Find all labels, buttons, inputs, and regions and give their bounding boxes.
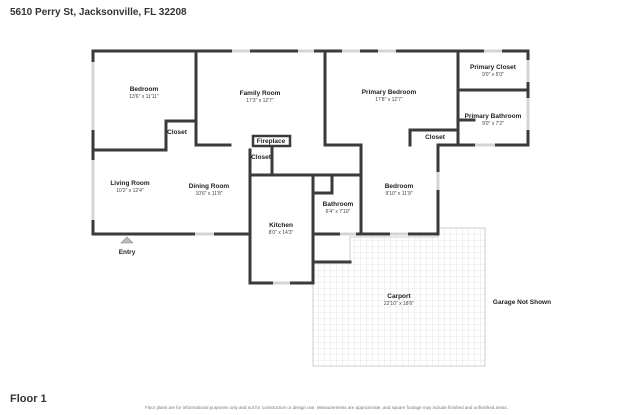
property-address: 5610 Perry St, Jacksonville, FL 32208 bbox=[10, 7, 187, 18]
primary-closet-dims: 9'0" x 5'0" bbox=[482, 72, 504, 78]
bedroom-left-dims: 13'6" x 11'11" bbox=[129, 94, 159, 100]
closet-center-name: Closet bbox=[251, 154, 272, 161]
dining-room-name: Dining Room bbox=[189, 183, 230, 190]
living-room-name: Living Room bbox=[110, 180, 150, 187]
primary-bathroom-name: Primary Bathroom bbox=[465, 113, 522, 120]
primary-bathroom-dims: 9'0" x 7'2" bbox=[482, 121, 504, 127]
primary-closet-name: Primary Closet bbox=[470, 64, 517, 71]
family-room-name: Family Room bbox=[240, 90, 281, 97]
kitchen-name: Kitchen bbox=[269, 222, 293, 229]
carport-dims: 22'10" x 18'6" bbox=[384, 301, 414, 307]
primary-bedroom-name: Primary Bedroom bbox=[362, 89, 417, 96]
kitchen-dims: 8'0" x 14'3" bbox=[269, 230, 294, 236]
closet-right-name: Closet bbox=[425, 134, 446, 141]
living-room-dims: 10'2" x 12'4" bbox=[116, 188, 144, 194]
bedroom-left-name: Bedroom bbox=[130, 86, 159, 93]
bedroom-right-name: Bedroom bbox=[385, 183, 414, 190]
dining-room-dims: 10'6" x 11'8" bbox=[195, 191, 222, 197]
entry-arrow-icon bbox=[120, 236, 134, 244]
carport-name: Carport bbox=[387, 293, 411, 300]
bedroom-right-dims: 9'10" x 11'9" bbox=[385, 191, 412, 197]
disclaimer-text: Floor plans are for informational purpos… bbox=[145, 405, 508, 410]
garage-note-label: Garage Not Shown bbox=[493, 299, 551, 306]
floor-label: Floor 1 bbox=[10, 393, 47, 405]
entry-label: Entry bbox=[119, 249, 136, 256]
fireplace-box bbox=[251, 134, 292, 148]
bathroom-dims: 6'4" x 7'10" bbox=[326, 209, 351, 215]
closet-left-name: Closet bbox=[167, 129, 188, 136]
family-room-dims: 17'3" x 12'7" bbox=[246, 98, 274, 104]
fireplace-name: Fireplace bbox=[257, 138, 286, 145]
windows bbox=[91, 49, 530, 285]
bathroom-name: Bathroom bbox=[323, 201, 354, 208]
primary-bedroom-dims: 17'8" x 12'7" bbox=[375, 97, 403, 103]
